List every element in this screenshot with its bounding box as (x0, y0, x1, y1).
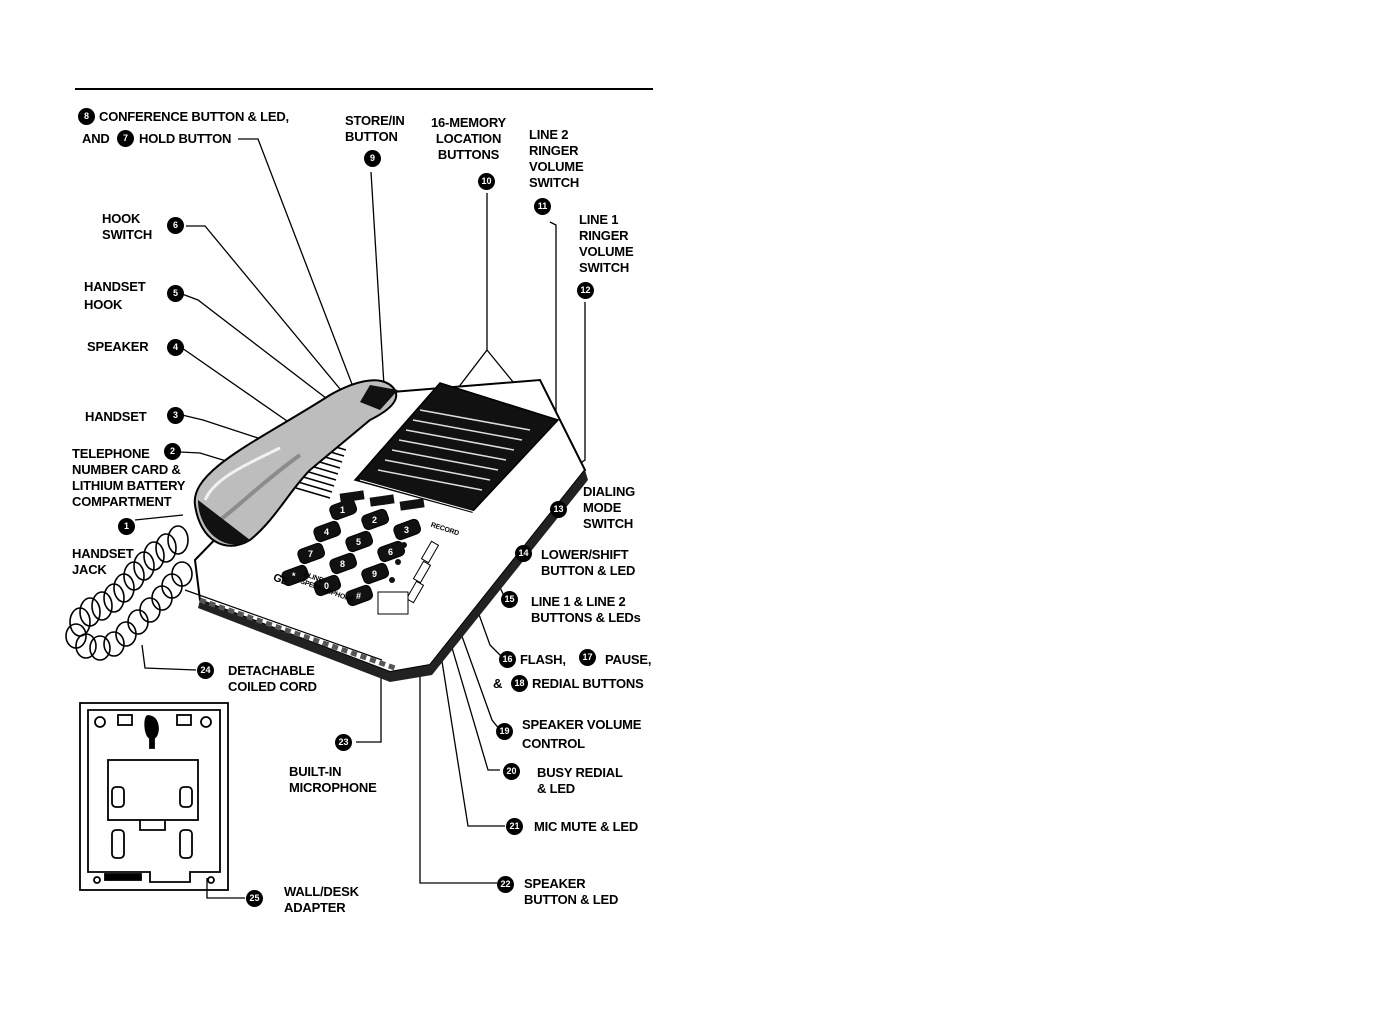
label-mic-mute: MIC MUTE & LED (534, 819, 639, 834)
key-6: 6 (388, 547, 393, 557)
label-amp: & (493, 676, 503, 691)
leader-25 (206, 878, 245, 899)
leader-20 (434, 589, 500, 771)
badge-8: 8 (78, 108, 95, 125)
badge-1: 1 (118, 518, 135, 535)
key-star: * (292, 571, 296, 581)
label-pause: PAUSE, (605, 652, 652, 667)
memory-panel (353, 382, 560, 513)
coiled-cord (65, 525, 193, 661)
label-wall-desk: WALL/DESK ADAPTER (284, 884, 359, 915)
badge-11: 11 (534, 198, 551, 215)
keypad (281, 498, 422, 607)
badge-7: 7 (117, 130, 134, 147)
badge-10: 10 (478, 173, 495, 190)
badge-24: 24 (197, 662, 214, 679)
label-line-buttons: LINE 1 & LINE 2 BUTTONS & LEDs (531, 594, 641, 625)
top-rule (75, 88, 653, 90)
label-and: AND (82, 131, 110, 146)
leader-23 (356, 675, 382, 743)
leader-10 (444, 193, 488, 406)
badge-18: 18 (511, 675, 528, 692)
leader-24 (141, 644, 197, 671)
badge-2: 2 (164, 443, 181, 460)
badge-13: 13 (550, 501, 567, 518)
leader-5 (181, 293, 336, 406)
label-flash: FLASH, (520, 652, 566, 667)
leader-4 (181, 347, 301, 431)
function-buttons (339, 490, 440, 615)
label-line1-ringer: LINE 1 RINGER VOLUME SWITCH (579, 212, 634, 275)
key-5: 5 (356, 537, 361, 547)
leader-21 (431, 597, 505, 827)
badge-23: 23 (335, 734, 352, 751)
leader-11 (549, 221, 557, 445)
label-store: STORE/IN BUTTON (345, 113, 405, 144)
badge-15: 15 (501, 591, 518, 608)
label-hold: HOLD BUTTON (139, 131, 232, 146)
badge-6: 6 (167, 217, 184, 234)
wall-desk-adapter (79, 702, 229, 891)
key-4: 4 (324, 527, 329, 537)
label-handset-hook: HANDSET HOOK (84, 279, 146, 312)
label-redial: REDIAL BUTTONS (532, 676, 644, 691)
label-builtin-mic: BUILT-IN MICROPHONE (289, 764, 377, 795)
leader-1 (134, 514, 184, 521)
badge-19: 19 (496, 723, 513, 740)
key-0: 0 (324, 581, 329, 591)
label-dialing-mode: DIALING MODE SWITCH (583, 484, 636, 531)
leader-6 (186, 225, 346, 396)
label-memory: 16-MEMORY LOCATION BUTTONS (431, 115, 507, 162)
key-1: 1 (340, 505, 345, 515)
badge-9: 9 (364, 150, 381, 167)
key-9: 9 (372, 569, 377, 579)
label-tel-card: TELEPHONE NUMBER CARD & LITHIUM BATTERY … (72, 446, 186, 509)
key-8: 8 (340, 559, 345, 569)
key-hash: # (356, 591, 361, 601)
badge-5: 5 (167, 285, 184, 302)
badge-14: 14 (515, 545, 532, 562)
leader-22 (419, 610, 497, 884)
handset (193, 379, 398, 547)
label-speaker: SPEAKER (87, 339, 149, 354)
leader-7 (238, 138, 361, 406)
label-speaker-volume: SPEAKER VOLUME CONTROL (522, 717, 642, 751)
label-hook-switch: HOOK SWITCH (102, 211, 153, 242)
badge-22: 22 (497, 876, 514, 893)
badge-3: 3 (167, 407, 184, 424)
leader-3 (181, 414, 265, 441)
label-conference: CONFERENCE BUTTON & LED, (99, 109, 289, 124)
label-coiled-cord: DETACHABLE COILED CORD (228, 663, 317, 694)
key-3: 3 (404, 525, 409, 535)
badge-17: 17 (579, 649, 596, 666)
badge-16: 16 (499, 651, 516, 668)
label-busy-redial: BUSY REDIAL & LED (537, 765, 623, 796)
label-handset-jack: HANDSET JACK (72, 546, 134, 577)
badge-25: 25 (246, 890, 263, 907)
key-7: 7 (308, 549, 313, 559)
key-2: 2 (372, 515, 377, 525)
badge-12: 12 (577, 282, 594, 299)
label-speaker-button: SPEAKER BUTTON & LED (524, 876, 619, 907)
badge-4: 4 (167, 339, 184, 356)
label-lower-shift: LOWER/SHIFT BUTTON & LED (541, 547, 636, 578)
badge-20: 20 (503, 763, 520, 780)
label-line2-ringer: LINE 2 RINGER VOLUME SWITCH (529, 127, 584, 190)
badge-21: 21 (506, 818, 523, 835)
label-handset: HANDSET (85, 409, 147, 424)
